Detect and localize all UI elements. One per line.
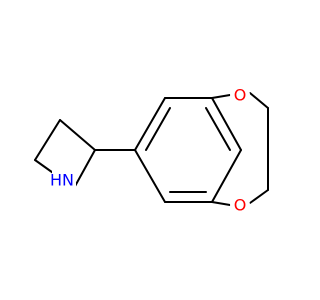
atom-label-o1: O [230,85,250,105]
atom-label-nh: N H [50,168,76,192]
bond [211,97,242,151]
dioxane-ring [211,92,269,206]
double-bond-inner [145,107,171,151]
bond [134,97,166,151]
benzene-ring [134,97,242,203]
bond [211,149,242,203]
molecule-structure: O O N H [34,85,269,215]
bond [249,92,269,109]
bond [134,149,166,203]
bond [211,94,231,99]
double-bond-inner [205,107,231,151]
svg-text:O: O [234,196,247,215]
svg-text:H: H [50,171,62,190]
bond [211,201,231,206]
svg-text:O: O [234,86,247,105]
bond [73,149,96,189]
svg-text:N: N [62,171,74,190]
bond [249,189,269,204]
bond [59,119,96,151]
bond [34,119,61,161]
atom-label-o4: O [230,195,250,215]
